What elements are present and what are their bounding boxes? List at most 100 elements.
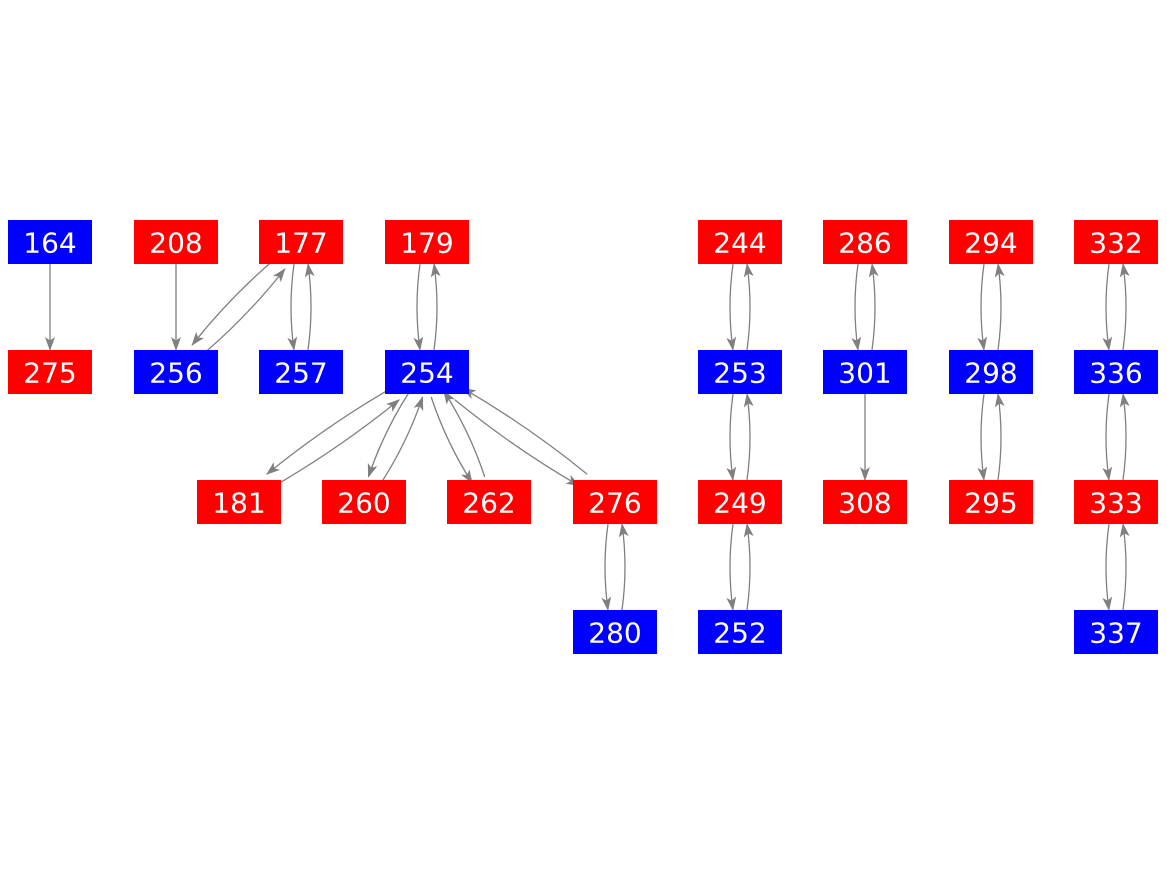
edge-280-to-276 — [618, 523, 629, 611]
node-286-label: 286 — [838, 227, 891, 260]
node-253-box — [698, 350, 782, 394]
node-333: 333 — [1074, 480, 1158, 524]
node-244-box — [698, 220, 782, 264]
edge-276-to-254 — [461, 387, 588, 475]
node-260-box — [322, 480, 406, 524]
edge-254-to-179 — [430, 263, 441, 351]
edge-257-to-177 — [304, 263, 315, 351]
node-249-label: 249 — [713, 487, 766, 520]
node-254-box — [385, 350, 469, 394]
edge-256-to-177 — [201, 268, 286, 356]
node-177: 177 — [259, 220, 343, 264]
node-337-box — [1074, 610, 1158, 654]
node-256: 256 — [134, 350, 218, 394]
node-253: 253 — [698, 350, 782, 394]
node-249: 249 — [698, 480, 782, 524]
node-253-label: 253 — [713, 357, 766, 390]
node-252-label: 252 — [713, 617, 766, 650]
edges-layer — [45, 258, 1130, 611]
node-276-box — [573, 480, 657, 524]
node-276-label: 276 — [588, 487, 641, 520]
node-275: 275 — [8, 350, 92, 394]
edge-254-to-181 — [266, 387, 392, 475]
edge-179-to-254 — [413, 263, 424, 351]
node-256-label: 256 — [149, 357, 202, 390]
node-308-box — [823, 480, 907, 524]
edge-298-to-294 — [994, 263, 1005, 351]
node-262: 262 — [447, 480, 531, 524]
edge-249-to-252 — [726, 523, 737, 611]
nodes-layer: 164 275 208 177 256 257 179 254 181 260 262 276 280 2… — [8, 220, 1158, 654]
edge-298-to-295 — [977, 393, 988, 481]
node-260-label: 260 — [337, 487, 390, 520]
node-256-box — [134, 350, 218, 394]
node-181-label: 181 — [212, 487, 265, 520]
node-208-box — [134, 220, 218, 264]
node-164: 164 — [8, 220, 92, 264]
edge-333-to-337 — [1102, 523, 1113, 611]
node-295-label: 295 — [964, 487, 1017, 520]
edge-249-to-253 — [743, 393, 754, 481]
edge-253-to-249 — [726, 393, 737, 481]
node-336-label: 336 — [1089, 357, 1142, 390]
node-179: 179 — [385, 220, 469, 264]
node-177-box — [259, 220, 343, 264]
node-249-box — [698, 480, 782, 524]
edge-333-to-336 — [1119, 393, 1130, 481]
node-333-label: 333 — [1089, 487, 1142, 520]
node-336-box — [1074, 350, 1158, 394]
node-337: 337 — [1074, 610, 1158, 654]
edge-254-to-260 — [367, 390, 411, 478]
edge-294-to-298 — [977, 263, 988, 351]
node-294: 294 — [949, 220, 1033, 264]
node-257-box — [259, 350, 343, 394]
node-244: 244 — [698, 220, 782, 264]
edge-336-to-332 — [1119, 263, 1130, 351]
node-260: 260 — [322, 480, 406, 524]
node-252-box — [698, 610, 782, 654]
node-177-label: 177 — [274, 227, 327, 260]
edge-177-to-256 — [191, 258, 276, 346]
node-298-box — [949, 350, 1033, 394]
node-280-label: 280 — [588, 617, 641, 650]
edge-177-to-257 — [287, 263, 298, 351]
node-336: 336 — [1074, 350, 1158, 394]
node-179-label: 179 — [400, 227, 453, 260]
node-164-box — [8, 220, 92, 264]
node-276: 276 — [573, 480, 657, 524]
node-286: 286 — [823, 220, 907, 264]
node-332: 332 — [1074, 220, 1158, 264]
node-181: 181 — [197, 480, 281, 524]
edge-254-to-276 — [454, 399, 581, 487]
node-308-label: 308 — [838, 487, 891, 520]
node-301-box — [823, 350, 907, 394]
node-179-box — [385, 220, 469, 264]
node-181-box — [197, 480, 281, 524]
node-294-label: 294 — [964, 227, 1017, 260]
edge-332-to-336 — [1102, 263, 1113, 351]
edge-276-to-280 — [601, 523, 612, 611]
edge-336-to-333 — [1102, 393, 1113, 481]
node-280: 280 — [573, 610, 657, 654]
node-295-box — [949, 480, 1033, 524]
edge-286-to-301 — [851, 263, 862, 351]
node-298-label: 298 — [964, 357, 1017, 390]
edge-254-to-262 — [430, 396, 473, 484]
node-295: 295 — [949, 480, 1033, 524]
node-298: 298 — [949, 350, 1033, 394]
node-332-box — [1074, 220, 1158, 264]
node-257-label: 257 — [274, 357, 327, 390]
node-262-box — [447, 480, 531, 524]
node-275-box — [8, 350, 92, 394]
edge-260-to-254 — [380, 396, 424, 484]
node-294-box — [949, 220, 1033, 264]
edge-262-to-254 — [443, 390, 486, 478]
node-208-label: 208 — [149, 227, 202, 260]
node-164-label: 164 — [23, 227, 76, 260]
node-254-label: 254 — [400, 357, 453, 390]
edge-252-to-249 — [743, 523, 754, 611]
node-301: 301 — [823, 350, 907, 394]
node-308: 308 — [823, 480, 907, 524]
node-332-label: 332 — [1089, 227, 1142, 260]
